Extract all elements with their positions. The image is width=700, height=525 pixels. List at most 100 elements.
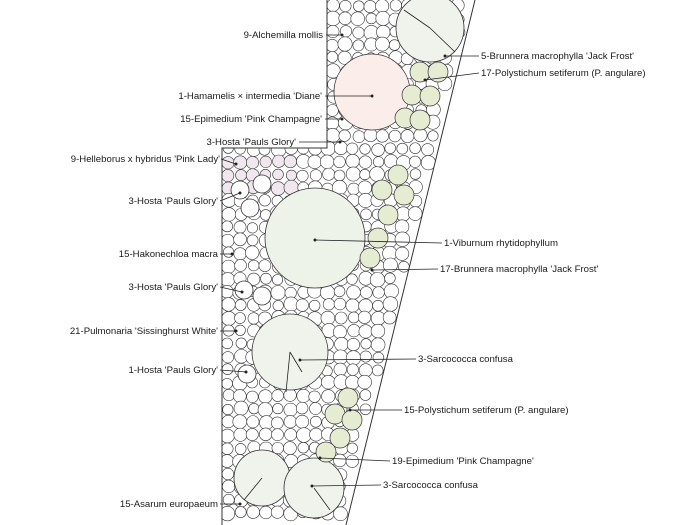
perennial-symbol — [295, 401, 309, 415]
perennial-symbol — [333, 285, 346, 298]
perennial-symbol — [283, 388, 297, 402]
perennial-symbol — [363, 0, 377, 13]
perennial-symbol — [233, 155, 248, 170]
perennial-symbol — [234, 299, 247, 311]
perennial-symbol — [333, 297, 347, 311]
spoke-line — [289, 351, 303, 373]
leader-dot — [423, 78, 427, 82]
perennial-symbol — [346, 442, 358, 454]
leader-dot — [234, 329, 238, 333]
perennial-symbol — [234, 312, 246, 324]
polystichum-symbol — [377, 204, 399, 226]
perennial-symbol — [246, 390, 259, 403]
label-viburnum: 1-Viburnum rhytidophyllum — [444, 238, 558, 249]
perennial-symbol — [326, 0, 340, 12]
bed-outline — [221, 0, 476, 525]
perennial-symbol — [409, 155, 422, 168]
perennial-symbol — [309, 427, 323, 442]
perennial-symbol — [296, 388, 311, 403]
perennial-symbol — [359, 169, 371, 181]
perennial-symbol — [296, 427, 312, 443]
perennial-symbol — [384, 272, 396, 284]
hosta-symbol — [252, 286, 272, 306]
spoke-line — [429, 27, 456, 53]
perennial-symbol — [233, 400, 249, 416]
polystichum-symbol — [371, 179, 393, 201]
perennial-symbol — [235, 337, 247, 349]
hosta-symbol — [252, 174, 272, 194]
perennial-symbol — [394, 231, 410, 247]
perennial-symbol — [370, 337, 386, 353]
perennial-symbol — [295, 414, 310, 429]
label-brunnera-top: 5-Brunnera macrophylla 'Jack Frost' — [481, 51, 634, 62]
perennial-symbol — [352, 130, 366, 143]
label-epimedium-low: 19-Epimedium 'Pink Champagne' — [392, 456, 534, 467]
perennial-symbol — [233, 220, 247, 234]
perennial-symbol — [359, 143, 371, 155]
perennial-symbol — [346, 285, 361, 300]
perennial-symbol — [360, 338, 372, 350]
perennial-symbol — [389, 0, 402, 12]
leader-dot — [348, 408, 352, 412]
polystichum-symbol — [337, 387, 359, 409]
leader-dot — [240, 290, 244, 294]
leader-dot — [310, 484, 314, 488]
perennial-symbol — [421, 143, 435, 157]
perennial-symbol — [260, 272, 272, 285]
perennial-symbol — [221, 259, 236, 274]
hosta-symbol — [234, 280, 254, 300]
leader-line — [319, 457, 391, 462]
perennial-symbol — [359, 286, 373, 299]
perennial-symbol — [234, 259, 247, 272]
leader-dot — [238, 191, 242, 195]
leader-dot — [318, 456, 322, 460]
leader-dot — [443, 54, 447, 58]
perennial-symbol — [246, 222, 258, 234]
perennial-symbol — [245, 156, 260, 170]
perennial-symbol — [220, 428, 235, 444]
perennial-symbol — [308, 390, 321, 403]
perennial-symbol — [309, 169, 322, 182]
perennial-symbol — [233, 247, 247, 261]
perennial-symbol — [233, 389, 247, 403]
perennial-symbol — [259, 505, 273, 520]
perennial-symbol — [358, 324, 373, 339]
perennial-symbol — [221, 297, 236, 312]
perennial-symbol — [296, 169, 309, 182]
perennial-symbol — [396, 142, 409, 155]
leader-dot — [238, 502, 242, 506]
perennial-symbol — [258, 194, 271, 207]
perennial-symbol — [394, 219, 410, 234]
perennial-symbol — [246, 234, 259, 247]
perennial-symbol — [285, 169, 297, 181]
perennial-symbol — [369, 166, 385, 182]
leader-line — [220, 158, 237, 165]
leader-line — [311, 484, 382, 487]
perennial-symbol — [283, 441, 297, 455]
polystichum-symbol — [367, 227, 389, 249]
perennial-symbol — [375, 129, 389, 143]
perennial-symbol — [322, 167, 336, 181]
perennial-symbol — [221, 442, 234, 455]
perennial-symbol — [234, 506, 247, 518]
perennial-symbol — [232, 414, 248, 429]
perennial-symbol — [283, 154, 297, 169]
perennial-symbol — [220, 233, 235, 248]
perennial-symbol — [339, 0, 352, 13]
perennial-symbol — [375, 11, 391, 26]
perennial-symbol — [246, 415, 260, 429]
perennial-symbol — [272, 403, 284, 415]
perennial-symbol — [295, 298, 309, 312]
perennial-symbol — [320, 310, 335, 326]
perennial-symbol — [369, 272, 386, 288]
perennial-symbol — [346, 142, 359, 155]
leader-dot — [340, 33, 344, 37]
perennial-symbol — [245, 245, 260, 260]
brunnera-group-symbol — [395, 0, 465, 63]
label-hosta-top: 3-Hosta 'Pauls Glory' — [206, 137, 296, 148]
perennial-symbol — [284, 428, 298, 442]
leader-line — [219, 192, 241, 202]
perennial-symbol — [395, 246, 410, 261]
perennial-symbol — [325, 39, 339, 53]
